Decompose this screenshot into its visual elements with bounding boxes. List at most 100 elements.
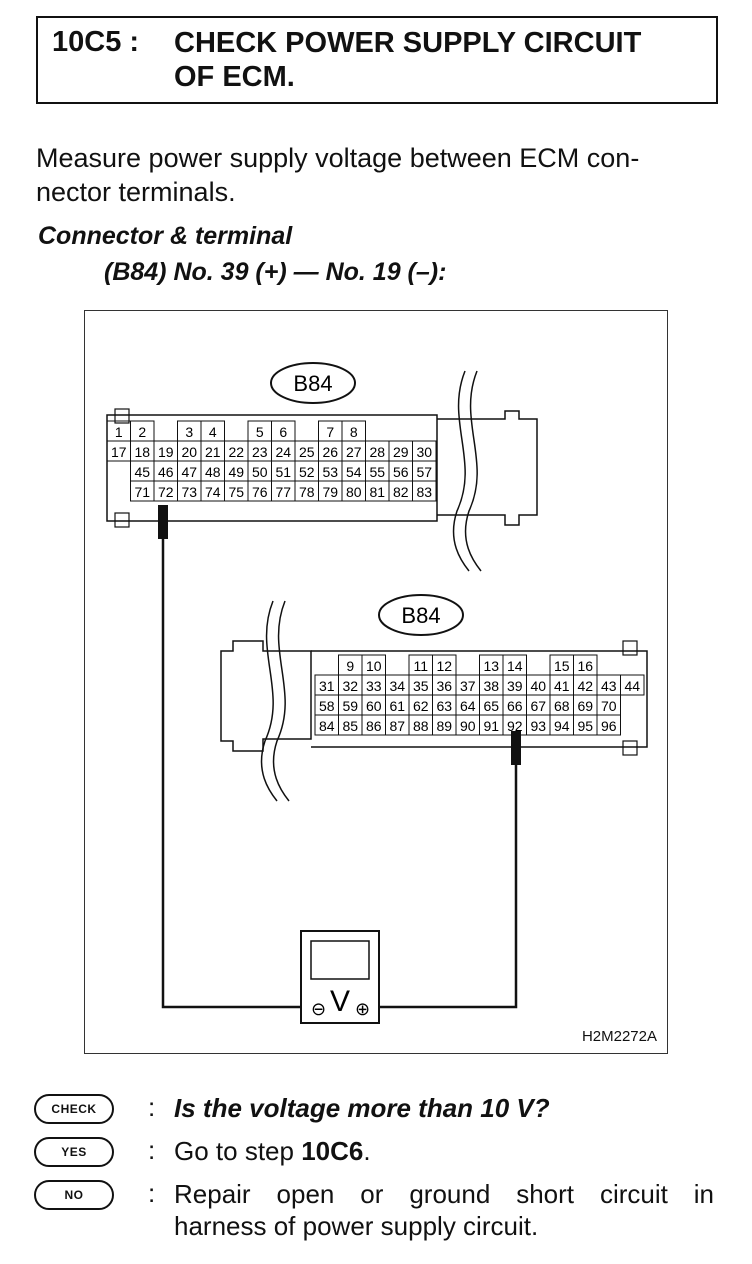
top-connector-terminal-79: 79 xyxy=(322,484,338,500)
check-badge: CHECK xyxy=(34,1094,114,1124)
top-connector-cell xyxy=(154,421,178,441)
top-connector-terminal-27: 27 xyxy=(346,444,362,460)
top-connector-terminal-77: 77 xyxy=(275,484,291,500)
bottom-connector-terminal-38: 38 xyxy=(483,678,499,694)
top-connector-cell xyxy=(225,421,249,441)
top-break-line-1 xyxy=(452,370,470,572)
step-title-line2: OF ECM. xyxy=(174,61,295,93)
bottom-connector-terminal-94: 94 xyxy=(554,718,570,734)
bottom-connector-terminal-33: 33 xyxy=(366,678,382,694)
bottom-connector-cell xyxy=(596,714,621,736)
bottom-connector-latch-right-bottom xyxy=(622,740,638,756)
top-connector-terminal-4: 4 xyxy=(209,424,217,440)
bottom-connector-housing xyxy=(220,640,312,752)
bottom-connector-terminal-66: 66 xyxy=(507,698,523,714)
no-answer-line1: Repair open or ground short circuit in xyxy=(174,1179,714,1209)
top-connector-terminal-2: 2 xyxy=(138,424,146,440)
bottom-connector-cell xyxy=(386,655,410,675)
bottom-connector-terminal-31: 31 xyxy=(319,678,335,694)
check-question: Is the voltage more than 10 V? xyxy=(174,1093,550,1123)
bottom-connector-terminal-41: 41 xyxy=(554,678,570,694)
top-connector-oval xyxy=(270,362,356,404)
top-connector-terminal-25: 25 xyxy=(299,444,315,460)
yes-step: 10C6 xyxy=(301,1136,364,1166)
bottom-connector-terminal-69: 69 xyxy=(577,698,593,714)
instruction-line2: nector terminals. xyxy=(36,177,236,207)
top-connector-terminal-74: 74 xyxy=(205,484,221,500)
no-answer: Repair open or ground short circuit in h… xyxy=(174,1178,714,1242)
bottom-connector-terminal-91: 91 xyxy=(483,718,499,734)
top-connector-terminal-71: 71 xyxy=(134,484,150,500)
top-connector-terminal-46: 46 xyxy=(158,464,174,480)
meter-volt-symbol: V xyxy=(330,985,350,1018)
bottom-break-line-2 xyxy=(272,600,290,802)
top-connector-terminal-6: 6 xyxy=(279,424,287,440)
bottom-connector-terminal-11: 11 xyxy=(413,658,428,674)
no-answer-line2: harness of power supply circuit. xyxy=(174,1211,539,1241)
top-connector-terminal-75: 75 xyxy=(228,484,244,500)
bottom-connector-latch-right xyxy=(622,640,638,656)
top-connector-terminal-29: 29 xyxy=(393,444,409,460)
top-connector-latch-left-bottom xyxy=(114,512,130,528)
bottom-connector-terminal-89: 89 xyxy=(436,718,452,734)
bottom-break-line-1 xyxy=(260,600,278,802)
bottom-connector-terminal-16: 16 xyxy=(577,658,593,674)
bottom-connector-terminal-40: 40 xyxy=(530,678,546,694)
bottom-connector-terminal-67: 67 xyxy=(530,698,546,714)
figure-id: H2M2272A xyxy=(581,1028,657,1045)
bottom-connector-cell xyxy=(620,674,645,696)
top-connector-terminal-48: 48 xyxy=(205,464,221,480)
probe-negative xyxy=(158,505,168,539)
top-connector-terminal-5: 5 xyxy=(256,424,264,440)
bottom-connector-terminal-13: 13 xyxy=(483,658,499,674)
bottom-connector-terminal-64: 64 xyxy=(460,698,476,714)
top-connector-terminal-82: 82 xyxy=(393,484,409,500)
bottom-connector-terminal-9: 9 xyxy=(346,658,354,674)
bottom-connector-terminal-92: 92 xyxy=(507,718,523,734)
bottom-connector-terminal-34: 34 xyxy=(389,678,405,694)
yes-prefix: Go to step xyxy=(174,1136,302,1166)
top-connector-cell xyxy=(366,421,390,441)
bottom-connector-terminal-36: 36 xyxy=(436,678,452,694)
bottom-connector-terminal-43: 43 xyxy=(601,678,617,694)
bottom-connector-terminal-62: 62 xyxy=(413,698,429,714)
top-connector-terminal-17: 17 xyxy=(111,444,127,460)
top-connector-terminal-19: 19 xyxy=(158,444,174,460)
no-colon: : xyxy=(148,1178,156,1208)
wire-positive xyxy=(377,765,518,1009)
bottom-connector-terminal-12: 12 xyxy=(436,658,452,674)
bottom-connector-terminal-84: 84 xyxy=(319,718,335,734)
probe-positive xyxy=(511,731,521,765)
bottom-connector-terminal-68: 68 xyxy=(554,698,570,714)
top-connector-terminal-57: 57 xyxy=(416,464,432,480)
bottom-connector-terminal-63: 63 xyxy=(436,698,452,714)
bottom-connector-terminal-88: 88 xyxy=(413,718,429,734)
top-connector-terminal-73: 73 xyxy=(181,484,197,500)
instruction-line1: Measure power supply voltage between ECM… xyxy=(36,143,640,173)
bottom-connector-terminal-60: 60 xyxy=(366,698,382,714)
bottom-connector-terminal-15: 15 xyxy=(554,658,570,674)
top-connector-housing xyxy=(437,410,538,526)
check-colon: : xyxy=(148,1092,156,1122)
connector-spec: (B84) No. 39 (+) — No. 19 (–): xyxy=(104,258,447,286)
bottom-connector-cell xyxy=(315,655,339,675)
top-connector-terminal-76: 76 xyxy=(252,484,268,500)
meter-plus-terminal: ⊕ xyxy=(355,999,370,1020)
bottom-connector-label: B84 xyxy=(401,603,440,628)
top-connector-terminal-20: 20 xyxy=(181,444,197,460)
top-connector-cell xyxy=(107,481,131,501)
bottom-connector-terminal-58: 58 xyxy=(319,698,335,714)
bottom-connector-terminal-10: 10 xyxy=(366,658,382,674)
step-header-box: 10C5 : CHECK POWER SUPPLY CIRCUIT OF ECM… xyxy=(36,16,718,104)
bottom-connector-terminal-96: 96 xyxy=(601,718,617,734)
top-connector-terminal-23: 23 xyxy=(252,444,268,460)
top-connector-label: B84 xyxy=(293,371,332,396)
bottom-connector-cell xyxy=(527,655,551,675)
top-connector-terminal-50: 50 xyxy=(252,464,268,480)
top-connector-cell xyxy=(295,421,319,441)
bottom-connector-terminal-90: 90 xyxy=(460,718,476,734)
